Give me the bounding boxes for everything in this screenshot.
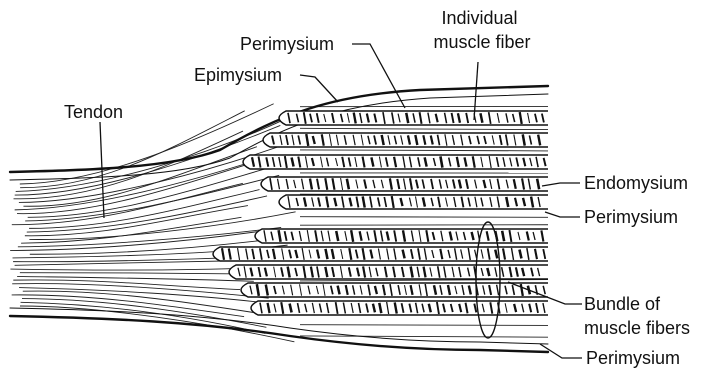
- label-tendon: Tendon: [64, 102, 123, 122]
- tendon-strand: [16, 118, 287, 191]
- label-bundle-line1: Bundle of: [584, 294, 661, 314]
- label-endomysium: Endomysium: [584, 173, 688, 193]
- label-individual-muscle-fiber: Individual muscle fiber: [433, 8, 530, 52]
- muscle-fascicles: [213, 111, 548, 315]
- leader-perimysium-top: [352, 44, 405, 108]
- label-perimysium-middle: Perimysium: [584, 207, 678, 227]
- tendon-strand: [20, 273, 243, 274]
- epimysium-outline-bottom: [10, 316, 548, 352]
- label-bundle-of-muscle-fibers: Bundle of muscle fibers: [584, 294, 690, 338]
- muscle-strand: [300, 150, 548, 151]
- tendon-strand: [15, 155, 273, 210]
- fascicle-9: [241, 283, 548, 297]
- label-bundle-line2: muscle fibers: [584, 318, 690, 338]
- tendon-strand: [23, 147, 256, 207]
- muscle-strand: [300, 128, 548, 129]
- leader-perimysium-middle: [545, 212, 580, 217]
- tendon-strand: [17, 276, 254, 281]
- fascicle-10: [251, 301, 548, 315]
- leader-tendon: [100, 122, 104, 218]
- muscle-strand: [300, 325, 548, 326]
- tendon-strand: [28, 168, 269, 217]
- label-individual-muscle-fiber-line1: Individual: [441, 8, 517, 28]
- label-perimysium-top: Perimysium: [240, 34, 334, 54]
- label-epimysium: Epimysium: [194, 65, 282, 85]
- muscle-strand: [300, 217, 548, 218]
- muscle-strand: [300, 336, 548, 337]
- leader-epimysium: [300, 75, 338, 102]
- label-perimysium-bottom: Perimysium: [586, 348, 680, 368]
- label-individual-muscle-fiber-line2: muscle fiber: [433, 32, 530, 52]
